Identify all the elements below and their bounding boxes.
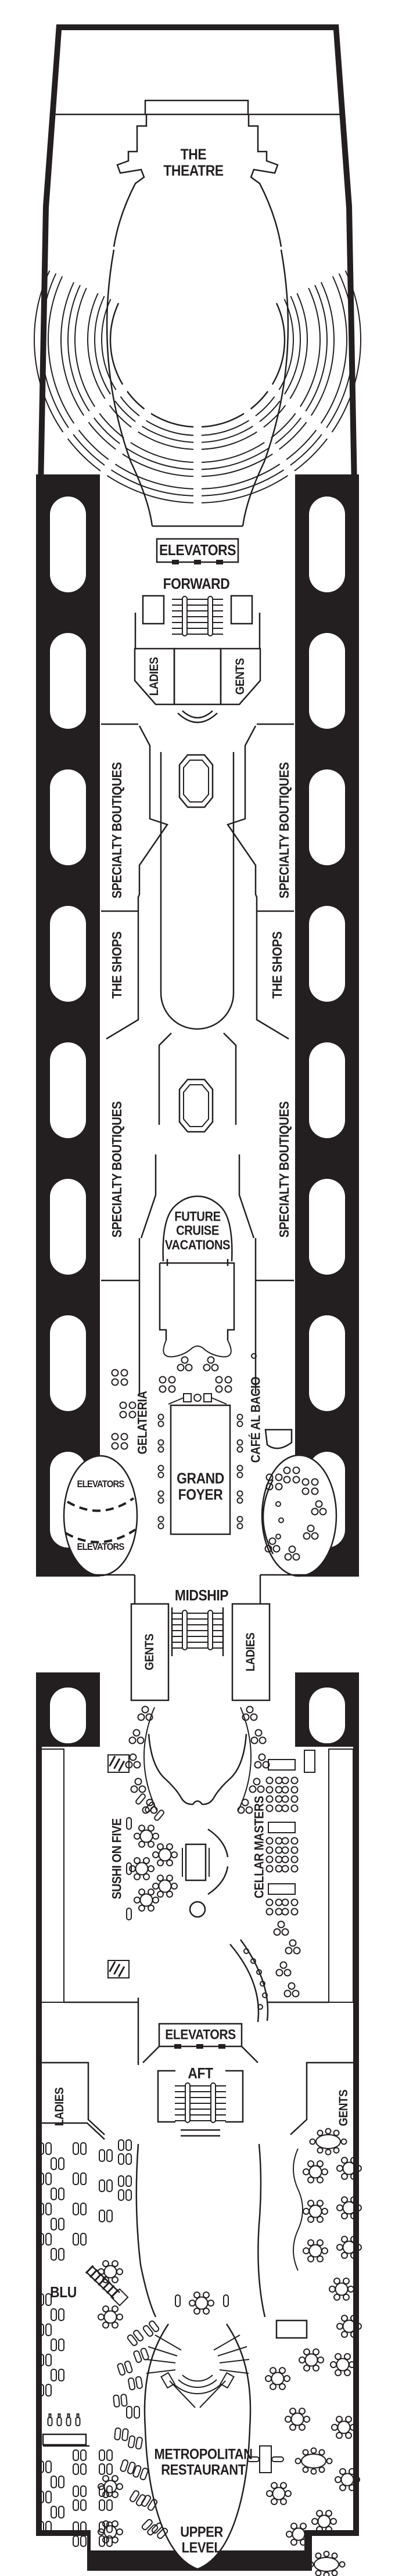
grand-staircase — [145, 2334, 250, 2408]
blu-label: BLU — [50, 2283, 77, 2301]
hull-outline — [36, 24, 359, 2571]
sushi-on-five-area — [38, 1748, 354, 2003]
specialty-boutiques-left-upper-label: SPECIALTY BOUTIQUES — [109, 762, 124, 899]
gelateria-label: GELATERIA — [135, 1391, 150, 1455]
aft-elevators-label: ELEVATORS — [165, 2027, 236, 2043]
metropolitan-area — [113, 2128, 362, 2576]
the-shops-left-label: THE SHOPS — [109, 931, 124, 999]
theatre-label: THE THEATRE — [163, 145, 224, 179]
cellar-masters-label: CELLAR MASTERS — [252, 1796, 267, 1899]
aft-ladies-label: LADIES — [52, 2087, 66, 2127]
shops-corridor — [101, 723, 294, 1282]
cafe-al-bacio-label: CAFÉ AL BACIO — [248, 1376, 263, 1463]
forward-gents-label: GENTS — [233, 658, 247, 695]
midship-lobby — [36, 1574, 359, 1814]
aft-gents-label: GENTS — [336, 2089, 350, 2127]
midship-gents-label: GENTS — [142, 1634, 156, 1671]
midship-elevators-upper-label: ELEVATORS — [77, 1478, 124, 1490]
theatre-area — [34, 99, 361, 527]
forward-elevators-label: ELEVATORS — [159, 541, 236, 559]
future-cruise-vacations-label: FUTURE CRUISE VACATIONS — [164, 1208, 231, 1253]
future-cruise-vacations-area — [138, 1154, 257, 1394]
sushi-on-five-label: SUSHI ON FIVE — [109, 1818, 124, 1899]
forward-label: FORWARD — [163, 575, 230, 593]
grand-foyer-label: GRAND FOYER — [177, 1469, 224, 1503]
blu-bar — [42, 2413, 89, 2447]
aft-lobby — [36, 1998, 359, 2137]
midship-elevators-lower-label: ELEVATORS — [77, 1541, 124, 1552]
cellar-masters-area — [182, 1759, 301, 2023]
forward-lobby — [134, 538, 261, 724]
midship-elevator-ovals — [63, 1455, 138, 1577]
specialty-boutiques-left-lower-label: SPECIALTY BOUTIQUES — [109, 1101, 124, 1238]
grand-foyer-area — [157, 1393, 243, 1535]
specialty-boutiques-right-upper-label: SPECIALTY BOUTIQUES — [276, 762, 292, 899]
the-shops-right-label: THE SHOPS — [269, 931, 285, 999]
upper-level-label: UPPER LEVEL — [180, 2524, 223, 2556]
forward-ladies-label: LADIES — [147, 657, 161, 696]
cafe-oval-seating — [261, 1454, 337, 1577]
cafe-al-bacio-area — [264, 1429, 293, 1449]
blu-area — [36, 2122, 132, 2547]
specialty-boutiques-right-lower-label: SPECIALTY BOUTIQUES — [276, 1101, 292, 1238]
midship-label: MIDSHIP — [174, 1586, 229, 1604]
aft-label: AFT — [188, 2064, 213, 2082]
theatre-aisles — [55, 380, 340, 523]
foyer-columns — [157, 1413, 243, 1530]
metropolitan-tables-right — [247, 2128, 362, 2576]
metropolitan-restaurant-label: METROPOLITAN RESTAURANT — [154, 2446, 253, 2478]
midship-ladies-label: LADIES — [243, 1632, 257, 1672]
